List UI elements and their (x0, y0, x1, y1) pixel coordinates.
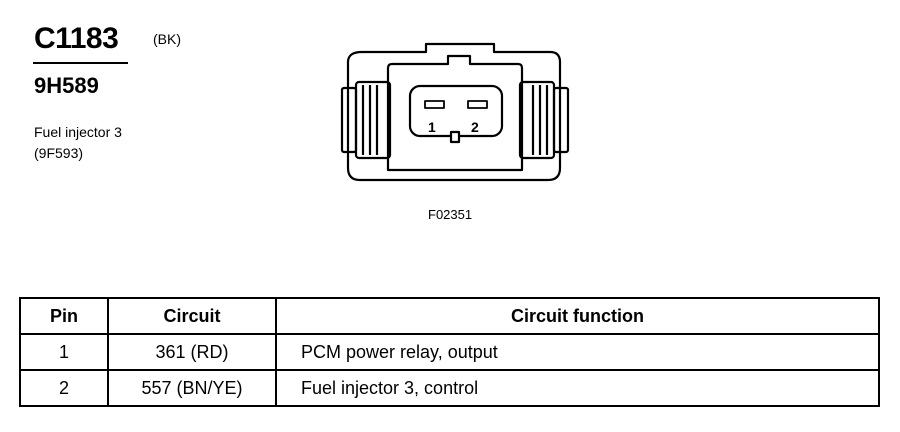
table-row: 1 361 (RD) PCM power relay, output (19, 333, 880, 371)
pin-cell: 1 (19, 333, 109, 371)
header-circuit: Circuit (107, 297, 277, 335)
pin-cavity (408, 84, 504, 138)
table-header-row: Pin Circuit Circuit function (19, 297, 880, 335)
left-latch (354, 80, 392, 160)
component-description: Fuel injector 3 (34, 124, 122, 140)
header-circuit-function: Circuit function (275, 297, 880, 335)
connector-color-code: (BK) (153, 31, 181, 47)
pin-1-terminal (424, 100, 445, 109)
connector-inner-housing (386, 54, 524, 172)
circuit-cell: 361 (RD) (107, 333, 277, 371)
pinout-table: Pin Circuit Circuit function 1 361 (RD) … (19, 297, 880, 407)
function-cell: Fuel injector 3, control (275, 369, 880, 407)
keyway-notch (449, 130, 461, 144)
connector-code: C1183 (34, 22, 119, 55)
header-pin: Pin (19, 297, 109, 335)
component-part-reference: (9F593) (34, 145, 84, 161)
pin-2-terminal (467, 100, 488, 109)
connector-face-diagram: 1 2 (340, 42, 570, 182)
figure-id: F02351 (428, 207, 473, 222)
pin-1-label: 1 (428, 119, 436, 135)
pin-cell: 2 (19, 369, 109, 407)
circuit-cell: 557 (BN/YE) (107, 369, 277, 407)
connector-outer-shell (346, 42, 562, 182)
table-row: 2 557 (BN/YE) Fuel injector 3, control (19, 369, 880, 407)
part-number: 9H589 (34, 73, 99, 98)
pin-2-label: 2 (471, 119, 479, 135)
header-divider (33, 62, 128, 64)
function-cell: PCM power relay, output (275, 333, 880, 371)
right-latch (518, 80, 556, 160)
